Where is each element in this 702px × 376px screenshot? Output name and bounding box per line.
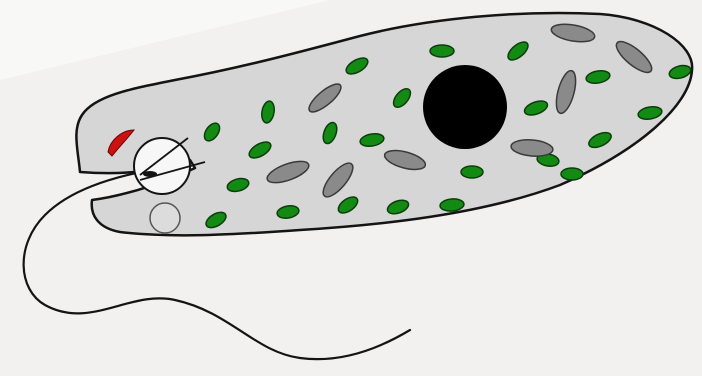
chloroplast [430,45,454,57]
contractile-vacuole [150,203,180,233]
chloroplast [461,166,483,178]
chloroplast [561,168,583,180]
nucleus [423,65,507,149]
basal-body [143,171,157,177]
reservoir [134,138,190,194]
